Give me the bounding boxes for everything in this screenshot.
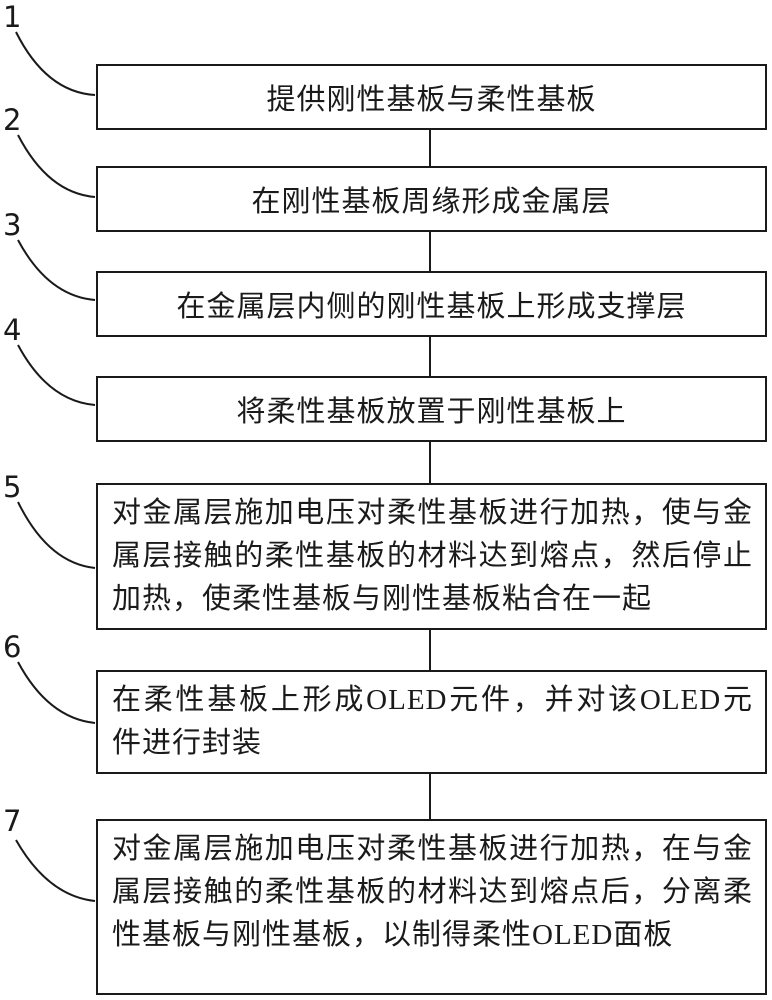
step-number-1: 1 <box>3 0 22 34</box>
step-number-2: 2 <box>3 103 22 137</box>
leader-line-5 <box>17 501 96 569</box>
step-box-4: 将柔性基板放置于刚性基板上 <box>96 376 767 442</box>
step-box-1: 提供刚性基板与柔性基板 <box>96 64 767 130</box>
leader-line-4 <box>17 344 96 406</box>
leader-line-1 <box>15 31 96 96</box>
leader-line-6 <box>17 661 96 724</box>
step-text-6: 在柔性基板上形成OLED元件，并对该OLED元件进行封装 <box>112 684 753 759</box>
leader-line-7 <box>15 839 96 902</box>
step-number-3: 3 <box>3 208 22 242</box>
step-box-5: 对金属层施加电压对柔性基板进行加热，使与金属层接触的柔性基板的材料达到熔点，然后… <box>96 483 767 630</box>
step-text-1: 提供刚性基板与柔性基板 <box>266 84 597 116</box>
step-text-5: 对金属层施加电压对柔性基板进行加热，使与金属层接触的柔性基板的材料达到熔点，然后… <box>112 497 753 615</box>
step-box-3: 在金属层内侧的刚性基板上形成支撑层 <box>96 271 767 337</box>
step-text-3: 在金属层内侧的刚性基板上形成支撑层 <box>176 291 687 323</box>
step-box-2: 在刚性基板周缘形成金属层 <box>96 166 767 232</box>
leader-line-2 <box>17 134 96 198</box>
step-number-7: 7 <box>3 804 22 838</box>
leader-line-3 <box>17 239 96 301</box>
step-number-6: 6 <box>3 630 22 664</box>
step-text-4: 将柔性基板放置于刚性基板上 <box>236 396 627 428</box>
step-number-4: 4 <box>3 313 22 347</box>
step-box-7: 对金属层施加电压对柔性基板进行加热，在与金属层接触的柔性基板的材料达到熔点后，分… <box>96 819 767 995</box>
step-text-2: 在刚性基板周缘形成金属层 <box>251 186 612 218</box>
step-box-6: 在柔性基板上形成OLED元件，并对该OLED元件进行封装 <box>96 670 767 774</box>
step-number-5: 5 <box>3 470 22 504</box>
step-text-7: 对金属层施加电压对柔性基板进行加热，在与金属层接触的柔性基板的材料达到熔点后，分… <box>112 833 753 951</box>
